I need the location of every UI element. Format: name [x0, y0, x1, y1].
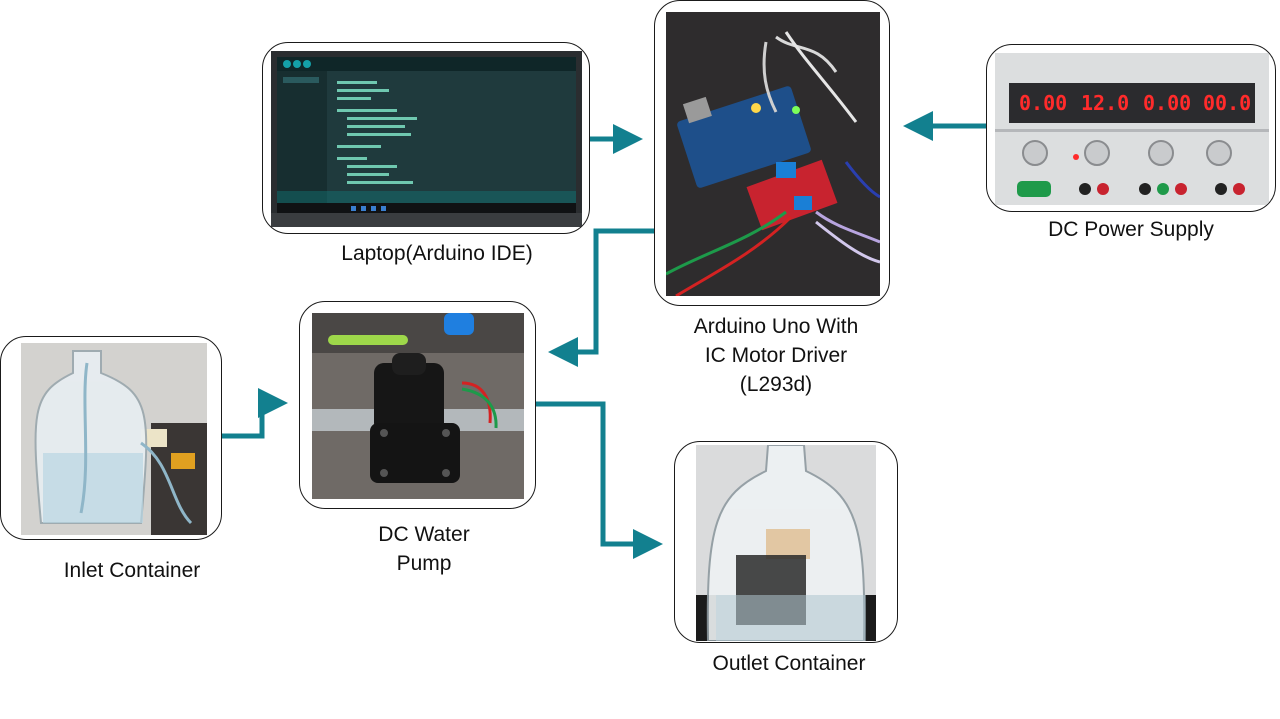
pump-label-line-2: Pump — [396, 552, 452, 575]
pump-label-line-1: DC Water — [378, 523, 470, 546]
power-supply-node: 0.00 12.0 0.00 00.0 — [986, 44, 1276, 212]
power-supply-icon — [995, 53, 1269, 205]
arduino-board-photo — [666, 12, 880, 296]
inlet-node — [0, 336, 222, 540]
readout-volt-1: 12.0 — [1081, 91, 1130, 115]
readout-amp-1: 0.00 — [1019, 91, 1068, 115]
readout-amp-2: 0.00 — [1143, 91, 1192, 115]
arduino-label: Arduino Uno With IC Motor Driver (L293d) — [652, 312, 900, 399]
arduino-label-line-2: IC Motor Driver — [704, 344, 848, 367]
edge-pump-to-outlet — [536, 401, 663, 559]
laptop-node — [262, 42, 590, 234]
outlet-node — [674, 441, 898, 643]
power-supply-photo: 0.00 12.0 0.00 00.0 — [995, 53, 1269, 205]
pump-label: DC Water Pump — [299, 520, 549, 578]
laptop-label: Laptop(Arduino IDE) — [341, 242, 533, 265]
laptop-photo — [271, 51, 582, 227]
edge-arduino-to-pump — [548, 228, 654, 367]
readout-volt-2: 00.0 — [1203, 91, 1252, 115]
arduino-board-icon — [666, 12, 880, 296]
water-bottle-icon — [21, 343, 207, 535]
water-pump-photo — [312, 313, 524, 499]
inlet-label: Inlet Container — [63, 559, 201, 582]
arduino-label-line-1: Arduino Uno With — [693, 315, 859, 338]
inlet-bottle-photo — [21, 343, 207, 535]
outlet-bottle-photo — [696, 445, 876, 641]
arduino-label-line-3: (L293d) — [739, 373, 813, 396]
water-bottle-icon — [696, 445, 876, 641]
outlet-label: Outlet Container — [712, 652, 866, 675]
laptop-screen-icon — [271, 57, 582, 227]
power-supply-label: DC Power Supply — [1048, 218, 1214, 241]
pump-node — [299, 301, 536, 509]
edge-inlet-to-pump — [222, 388, 288, 439]
water-pump-icon — [312, 313, 524, 499]
arduino-node — [654, 0, 890, 306]
